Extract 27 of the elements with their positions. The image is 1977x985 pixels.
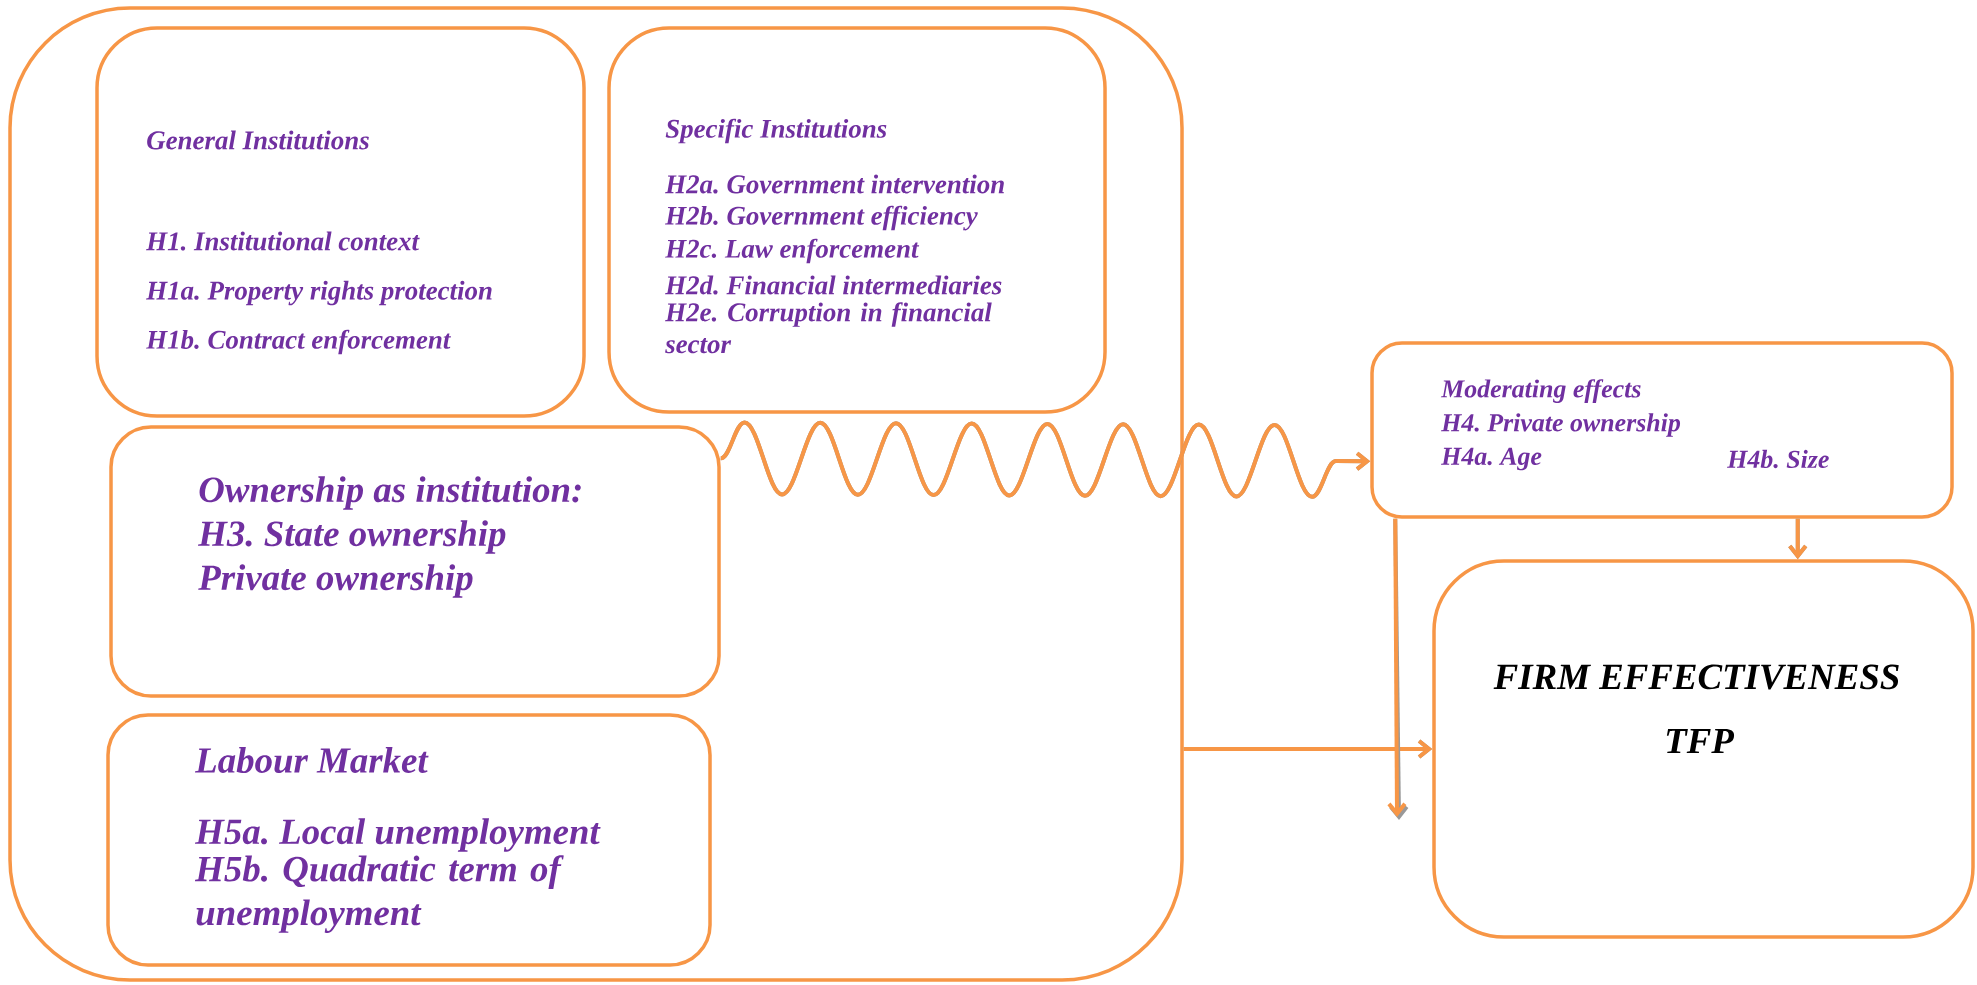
rounded-frame bbox=[8, 6, 1184, 982]
hypothesis-text: TFP bbox=[1666, 728, 1735, 754]
hypothesis-text: H2d. Financial intermediaries bbox=[665, 275, 1002, 295]
arrow bbox=[1387, 518, 1409, 820]
hypothesis-text: H5a. Local unemployment bbox=[194, 818, 601, 852]
hypothesis-text: H2b. Government efficiency bbox=[665, 205, 978, 231]
hypothesis-text: FIRM EFFECTIVENESS bbox=[1493, 664, 1899, 690]
hypothesis-text: Specific Institutions bbox=[665, 118, 887, 144]
hypothesis-text: H1a. Property rights protection bbox=[146, 280, 492, 306]
hypothesis-text: H2a. Government intervention bbox=[665, 174, 1004, 194]
hypothesis-text: H5b. Quadratic term of unemployment bbox=[194, 855, 564, 933]
hypothesis-text: Ownership as institution: bbox=[199, 476, 581, 510]
hypothesis-text: H2e. Corruption in financial sector bbox=[665, 302, 992, 354]
arrow bbox=[1183, 739, 1433, 759]
hypothesis-text: H2c. Law enforcement bbox=[665, 238, 920, 264]
hypothesis-text: Moderating effects bbox=[1440, 379, 1641, 403]
hypothesis-text: Labour Market bbox=[194, 747, 429, 773]
hypothesis-text: Private ownership bbox=[198, 564, 473, 598]
hypothesis-text: H1. Institutional context bbox=[146, 231, 420, 251]
hypothesis-text: H4a. Age bbox=[1441, 447, 1542, 471]
hypothesis-text: H3. State ownership bbox=[197, 520, 506, 554]
hypothesis-text: H4. Private ownership bbox=[1441, 413, 1681, 437]
arrow bbox=[1788, 518, 1808, 560]
hypothesis-text: H1b. Contract enforcement bbox=[146, 329, 451, 355]
hypothesis-text: H4b. Size bbox=[1727, 449, 1829, 469]
hypothesis-text: General Institutions bbox=[147, 130, 369, 150]
arrow bbox=[719, 420, 1371, 499]
